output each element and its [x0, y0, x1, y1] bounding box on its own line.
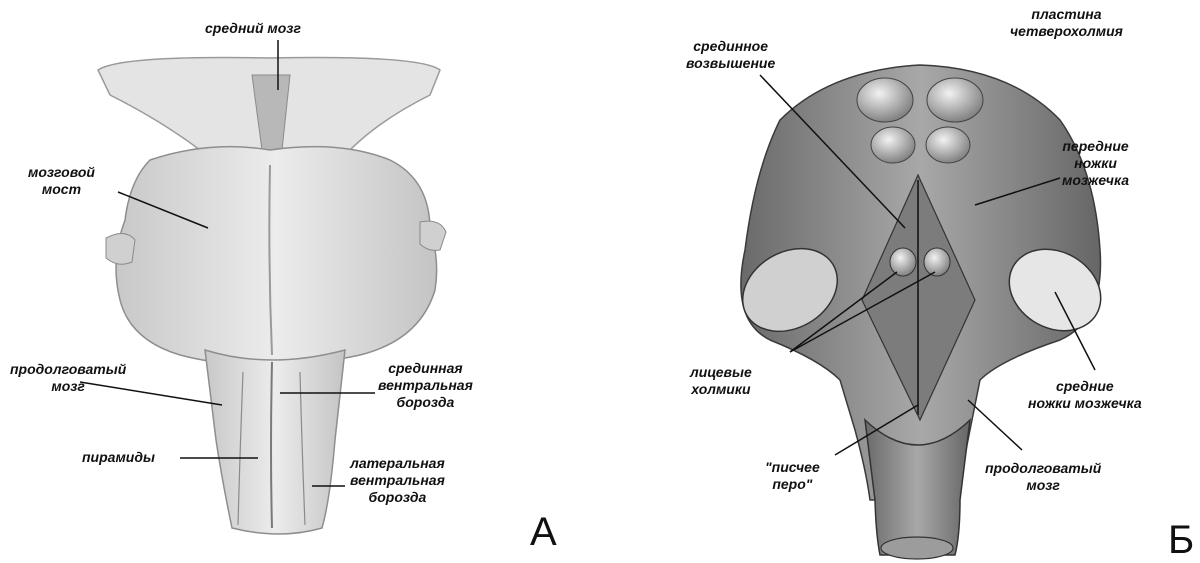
superior-colliculus-left	[857, 78, 913, 122]
label-medulla-b: продолговатый мозг	[985, 460, 1101, 494]
pons-left-nerve	[106, 233, 135, 264]
label-median-eminence: срединное возвышение	[686, 38, 775, 72]
median-fissure-line	[271, 362, 272, 528]
label-medulla-a: продолговатый мозг	[10, 361, 126, 395]
panel-letter-b: Б	[1168, 520, 1194, 560]
label-pons: мозговой мост	[28, 164, 95, 198]
medulla-shape	[205, 350, 345, 534]
pons-right-nerve	[420, 221, 446, 250]
medulla-cut-surface	[881, 537, 953, 559]
label-median-fissure: срединная вентральная борозда	[378, 360, 473, 411]
label-facial-colliculi: лицевые холмики	[690, 364, 752, 398]
label-superior-peduncles: передние ножки мозжечка	[1062, 138, 1129, 189]
facial-colliculus-right	[924, 248, 950, 276]
label-middle-peduncles: средние ножки мозжечка	[1028, 378, 1142, 412]
superior-colliculus-right	[927, 78, 983, 122]
inferior-colliculus-right	[926, 127, 970, 163]
inferior-colliculus-left	[871, 127, 915, 163]
pons-shape	[116, 147, 437, 364]
label-midbrain: средний мозг	[205, 20, 301, 37]
panel-letter-a: А	[530, 512, 557, 552]
label-calamus: "писчее перо"	[765, 459, 820, 493]
label-tectal-plate: пластина четверохолмия	[1010, 6, 1123, 40]
label-lateral-sulcus: латеральная вентральная борозда	[350, 455, 445, 506]
label-pyramids: пирамиды	[82, 449, 155, 466]
facial-colliculus-left	[890, 248, 916, 276]
